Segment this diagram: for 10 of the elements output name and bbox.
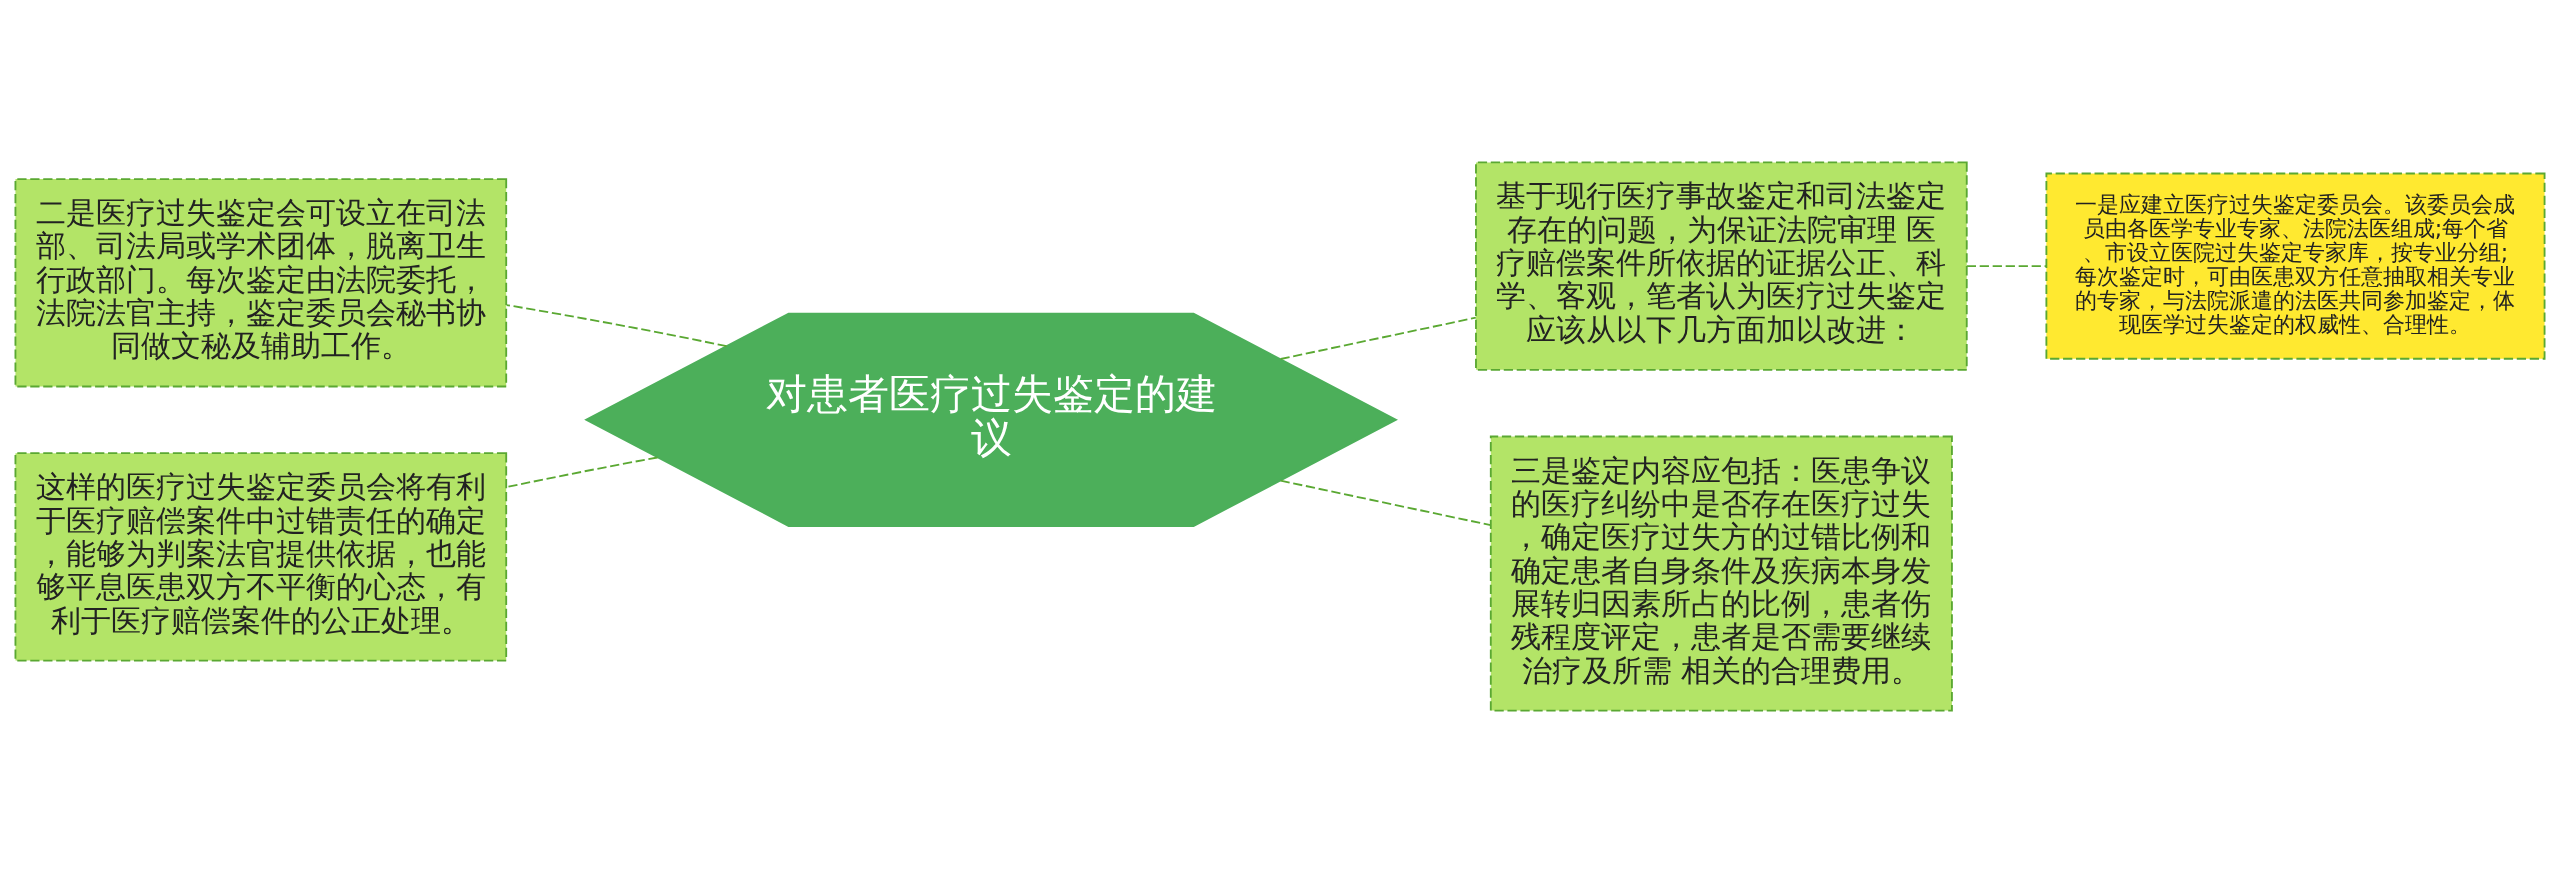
connector [1279,479,1492,526]
node-box: 二是医疗过失鉴定会可设立在司法部、司法局或学术团体，脱离卫生行政部门。每次鉴定由法院委托，法院法官主持，鉴定委员会秘书协同做文秘及辅助工作。 [14,177,508,387]
node-box: 三是鉴定内容应包括：医患争议的医疗纠纷中是否存在医疗过失，确定医疗过失方的过错比例和确定患者自身条件及疾病本身发展转归因素所占的比例，患者伤残程度评定，患者是否需要继续治疗及所需 相关的合理费用。 [1489,435,1953,711]
node-box: 一是应建立医疗过失鉴定委员会。该委员会成员由各医学专业专家、法院法医组成;每个省、市设立医院过失鉴定专家库，按专业分组;每次鉴定时，可由医患双方任意抽取相关专业的专家，与法院派遣的法医共同参加鉴定，体现医学过失鉴定的权威性、合理性。 [2045,172,2546,360]
connector [505,456,659,488]
connector [1965,264,2048,267]
node-box: 这样的医疗过失鉴定委员会将有利于医疗赔偿案件中过错责任的确定，能够为判案法官提供依据，也能够平息医患双方不平衡的心态，有利于医疗赔偿案件的公正处理。 [14,451,508,661]
connector [505,303,728,347]
connector [1279,316,1477,360]
node-box: 基于现行医疗事故鉴定和司法鉴定存在的问题，为保证法院审理 医疗赔偿案件所依据的证据公正、科学、客观，笔者认为医疗过失鉴定应该从以下几方面加以改进： [1475,161,1968,371]
